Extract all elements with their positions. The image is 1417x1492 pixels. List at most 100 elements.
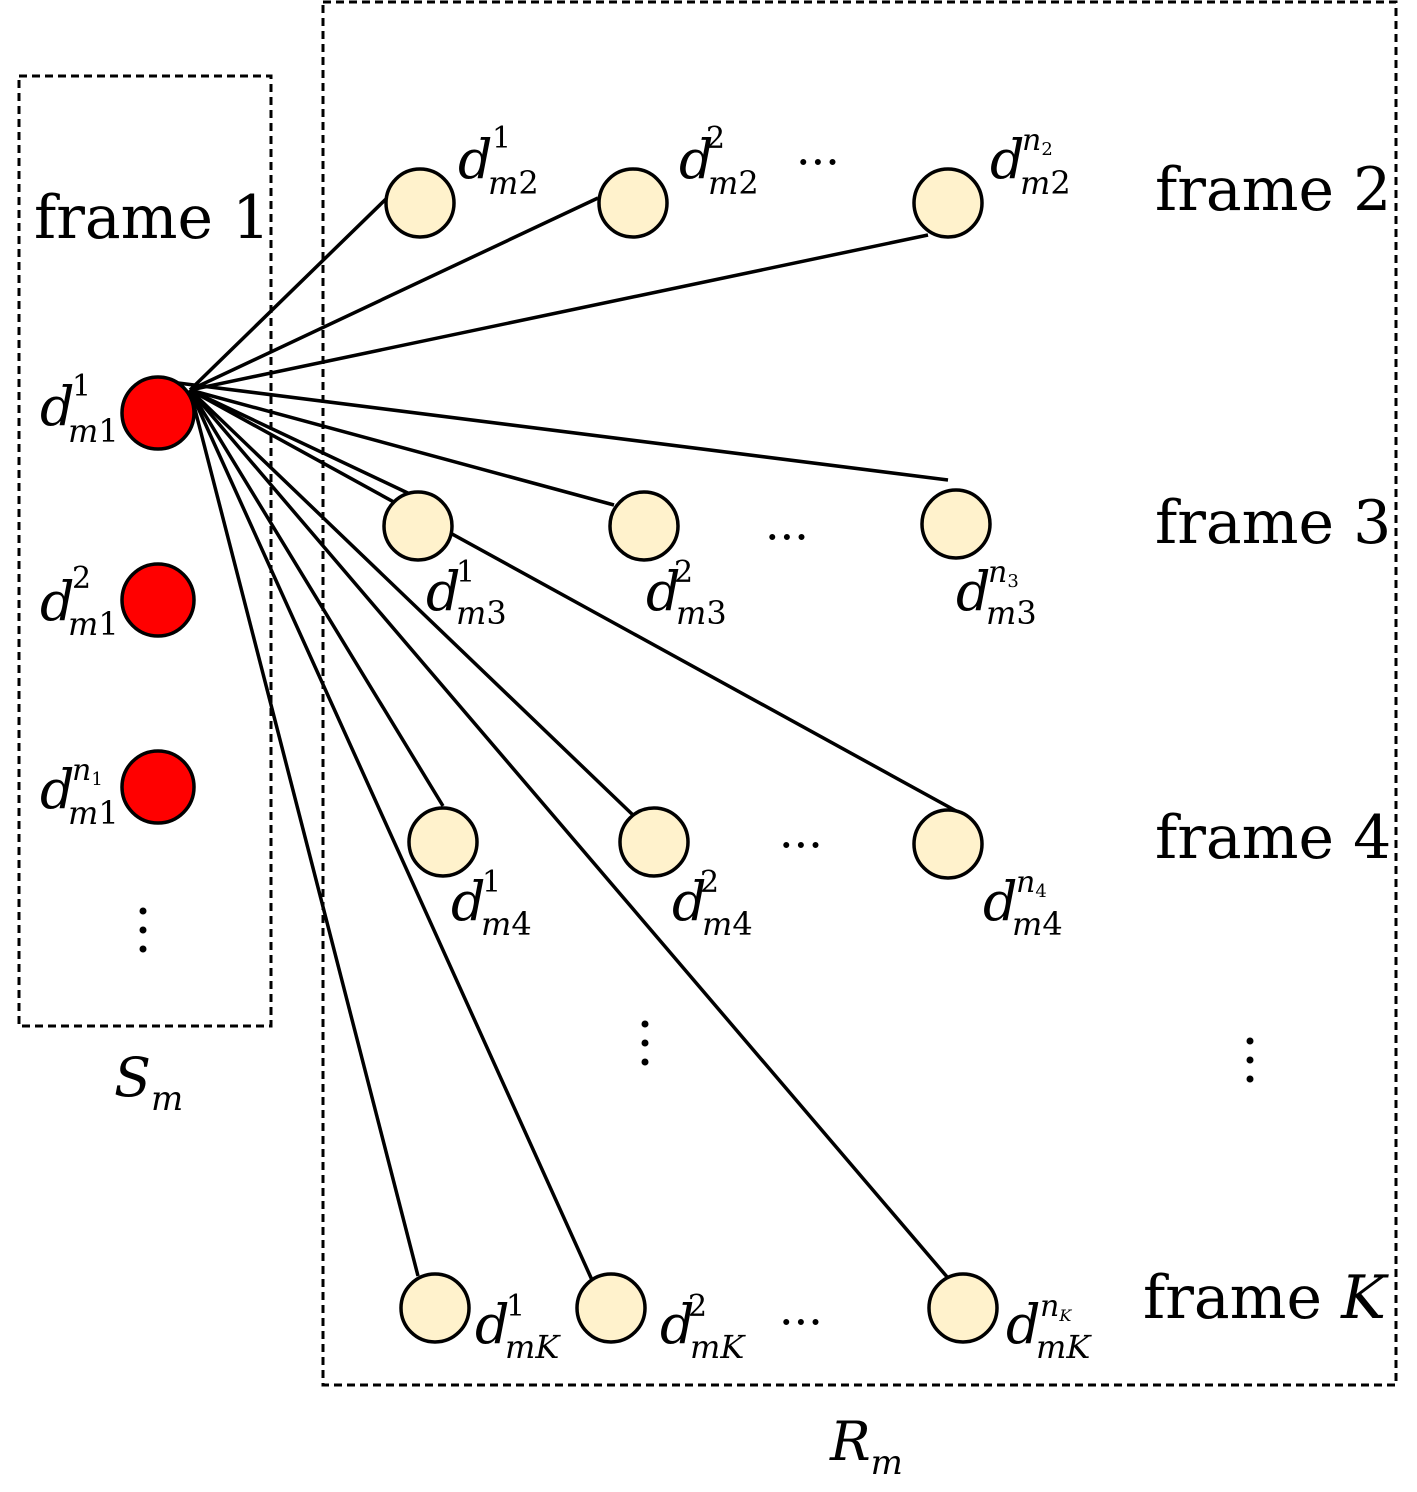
svg-text:1: 1 bbox=[492, 121, 511, 156]
edges bbox=[177, 196, 959, 1281]
svg-text:d: d bbox=[475, 1293, 510, 1356]
svg-text:d: d bbox=[990, 128, 1025, 191]
svg-text:d: d bbox=[458, 128, 493, 191]
frame2-node-n bbox=[912, 167, 984, 239]
frameK-node-2 bbox=[575, 1272, 647, 1344]
frame3-node-1 bbox=[382, 490, 454, 562]
source-set-label: Sm bbox=[114, 1046, 183, 1119]
edge-f3-n bbox=[177, 381, 949, 482]
target-set-box bbox=[321, 0, 1398, 1387]
svg-text:m2: m2 bbox=[1020, 164, 1071, 202]
svg-text:1: 1 bbox=[482, 865, 501, 900]
source-node-n bbox=[120, 749, 196, 825]
svg-text:n4: n4 bbox=[1016, 865, 1047, 902]
label-fK-1: d 1 mK bbox=[475, 1289, 561, 1366]
ellipsis-frame2: ··· bbox=[796, 135, 840, 189]
label-fK-n: d nK mK bbox=[1006, 1289, 1092, 1366]
svg-text:d: d bbox=[660, 1293, 695, 1356]
svg-text:nK: nK bbox=[1040, 1289, 1072, 1325]
label-f4-n: d n4 m4 bbox=[983, 865, 1063, 943]
svg-text:m2: m2 bbox=[708, 164, 759, 202]
svg-text:1: 1 bbox=[72, 369, 91, 404]
svg-text:mK: mK bbox=[1036, 1328, 1092, 1366]
svg-text:n3: n3 bbox=[988, 555, 1019, 592]
svg-text:d: d bbox=[40, 375, 75, 438]
frame2-node-1 bbox=[384, 167, 456, 239]
svg-text:m1: m1 bbox=[68, 412, 119, 450]
frameK-label: frame K bbox=[1143, 1263, 1389, 1333]
frame1-label: frame 1 bbox=[34, 183, 270, 253]
label-f2-n: d n2 m2 bbox=[990, 123, 1071, 202]
vertical-ellipsis-middle bbox=[641, 1020, 649, 1066]
frame4-node-n bbox=[912, 808, 984, 880]
ellipsis-frame4: ··· bbox=[779, 818, 823, 872]
svg-text:2: 2 bbox=[700, 865, 719, 900]
edge-fK-n bbox=[188, 388, 950, 1280]
svg-text:2: 2 bbox=[688, 1289, 707, 1324]
label-srcN: d n1 m1 bbox=[40, 753, 119, 832]
edge-f4-2 bbox=[188, 388, 636, 818]
label-src1: d 1 m1 bbox=[40, 369, 119, 450]
frame4-node-2 bbox=[618, 806, 690, 878]
edge-f4-n bbox=[189, 388, 959, 814]
svg-text:2: 2 bbox=[706, 121, 725, 156]
edge-fK-2 bbox=[188, 389, 594, 1281]
ellipsis-frame3: ··· bbox=[765, 510, 809, 564]
label-f3-1: d 1 m3 bbox=[426, 555, 507, 632]
svg-text:m3: m3 bbox=[456, 594, 507, 632]
label-f3-2: d 2 m3 bbox=[646, 555, 727, 632]
svg-text:m4: m4 bbox=[481, 905, 532, 943]
target-set-label: Rm bbox=[829, 1410, 903, 1483]
edge-f3-2 bbox=[189, 388, 615, 507]
label-f2-1: d 1 m2 bbox=[458, 121, 539, 202]
label-f3-n: d n3 m3 bbox=[956, 555, 1037, 632]
ellipsis-frameK: ··· bbox=[779, 1295, 823, 1349]
frameK-node-n bbox=[927, 1272, 999, 1344]
svg-text:m4: m4 bbox=[702, 905, 753, 943]
frame3-node-2 bbox=[608, 490, 680, 562]
svg-text:d: d bbox=[956, 560, 991, 623]
svg-text:d: d bbox=[983, 870, 1018, 933]
svg-text:d: d bbox=[451, 870, 486, 933]
svg-text:mK: mK bbox=[690, 1328, 746, 1366]
vertical-ellipsis-frames bbox=[1246, 1037, 1254, 1083]
frame2-node-2 bbox=[597, 167, 669, 239]
edge-f2-2 bbox=[189, 196, 599, 392]
source-node-2 bbox=[120, 562, 196, 638]
svg-text:d: d bbox=[40, 570, 75, 633]
edge-fK-1 bbox=[188, 389, 420, 1277]
svg-text:1: 1 bbox=[506, 1289, 525, 1324]
svg-text:n1: n1 bbox=[72, 753, 103, 790]
svg-text:m3: m3 bbox=[676, 594, 727, 632]
svg-text:1: 1 bbox=[456, 555, 475, 590]
edge-f2-n bbox=[189, 233, 929, 392]
vertical-ellipsis-source bbox=[139, 907, 147, 953]
svg-text:d: d bbox=[426, 560, 461, 623]
edge-f3-1 bbox=[189, 388, 413, 497]
svg-text:d: d bbox=[40, 758, 75, 821]
edge-f2-1 bbox=[188, 196, 389, 392]
frame4-label: frame 4 bbox=[1155, 803, 1391, 873]
frame3-node-n bbox=[920, 488, 992, 560]
svg-text:2: 2 bbox=[72, 561, 91, 596]
frameK-node-1 bbox=[399, 1272, 471, 1344]
svg-text:d: d bbox=[672, 870, 707, 933]
svg-text:m3: m3 bbox=[986, 594, 1037, 632]
svg-text:n2: n2 bbox=[1022, 123, 1053, 160]
source-node-1 bbox=[120, 375, 196, 451]
svg-text:m1: m1 bbox=[68, 605, 119, 643]
label-f2-2: d 2 m2 bbox=[679, 121, 759, 202]
svg-text:m1: m1 bbox=[68, 794, 119, 832]
frame2-label: frame 2 bbox=[1155, 155, 1391, 225]
svg-text:d: d bbox=[1006, 1293, 1041, 1356]
svg-text:m4: m4 bbox=[1012, 905, 1063, 943]
label-src2: d 2 m1 bbox=[40, 561, 119, 643]
source-set-box bbox=[17, 74, 273, 1028]
svg-text:mK: mK bbox=[505, 1328, 561, 1366]
label-f4-2: d 2 m4 bbox=[672, 865, 753, 943]
label-f4-1: d 1 m4 bbox=[451, 865, 532, 943]
label-fK-2: d 2 mK bbox=[660, 1289, 746, 1366]
edge-f4-1 bbox=[188, 389, 445, 807]
svg-text:d: d bbox=[646, 560, 681, 623]
